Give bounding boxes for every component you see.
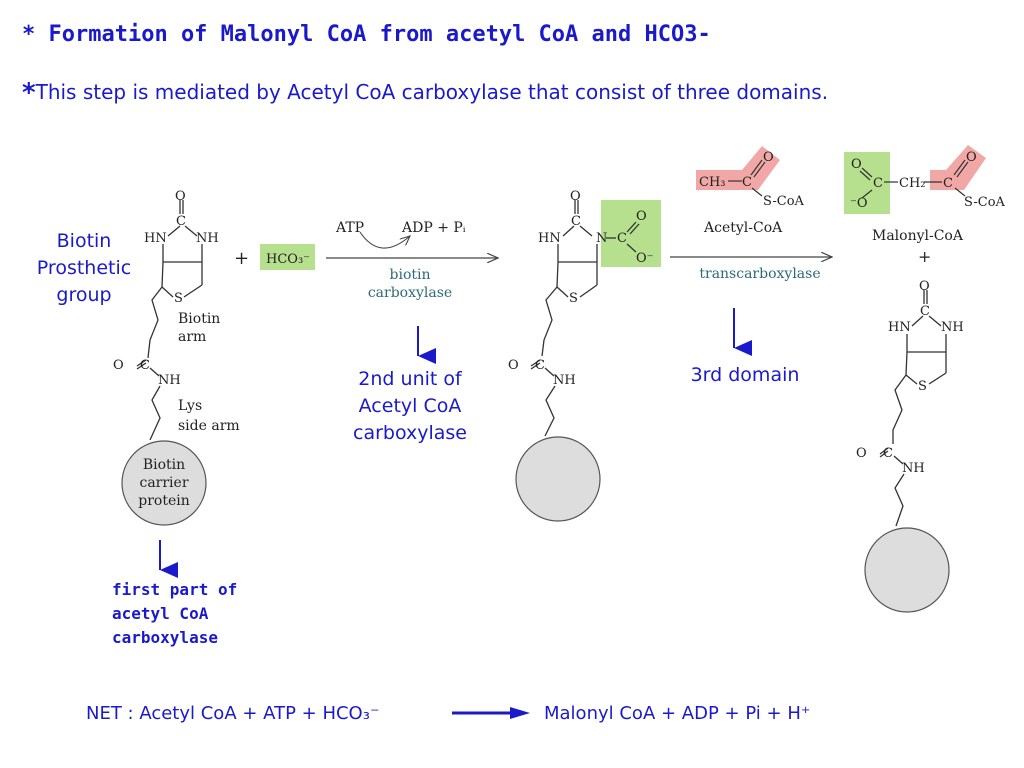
second-unit-label: 2nd unit of Acetyl CoA carboxylase [353, 368, 467, 444]
biotin-arm-2: arm [178, 329, 206, 345]
m3-nh: NH [941, 320, 964, 335]
m1-o-top: O [175, 189, 186, 204]
net-equation-left: NET : Acetyl CoA + ATP + HCO₃⁻ [86, 703, 380, 724]
enzyme2-circle [515, 436, 601, 522]
enzyme1-line2: carboxylase [368, 285, 452, 301]
plus-sign-1: + [234, 248, 249, 269]
biotin-carrier-molecule [136, 200, 203, 441]
m2-hn: HN [538, 231, 561, 246]
m2-c: C [571, 214, 581, 229]
m1-s: S [174, 291, 183, 306]
m2-o-carboxyl: O [636, 209, 647, 224]
malonyl-coa-bonds [859, 159, 969, 199]
acetyl-coa-label: Acetyl-CoA [703, 220, 783, 236]
enzyme2-label: transcarboxylase [699, 266, 820, 282]
m2-nh-amide: NH [553, 373, 576, 388]
hco3-label: HCO₃⁻ [266, 252, 310, 267]
m3-c-amide: C [883, 446, 893, 461]
malonyl-o-top: O [851, 157, 862, 172]
acetyl-ch3: CH₃ [699, 175, 726, 190]
first-part-label: first part of acetyl CoA carboxylase [112, 580, 238, 647]
m2-c-carboxyl: C [617, 231, 627, 246]
m1-hn: HN [144, 231, 167, 246]
m1-nh: NH [196, 231, 219, 246]
m3-c: C [920, 304, 930, 319]
m1-c: C [176, 214, 186, 229]
carrier-protein-circle [121, 440, 207, 526]
carrier-1: Biotin [143, 457, 185, 473]
malonyl-c1: C [873, 176, 883, 191]
acetyl-o: O [763, 150, 774, 165]
m3-o-top: O [919, 279, 930, 294]
m2-o-amide: O [508, 358, 519, 373]
malonyl-carboxyl-highlight [844, 152, 890, 214]
malonyl-scoa: S-CoA [964, 195, 1006, 210]
slide-subtitle: *This step is mediated by Acetyl CoA car… [22, 78, 828, 108]
malonyl-minus-o: ⁻O [850, 196, 868, 211]
m2-n: N [596, 231, 607, 246]
m2-o-top: O [570, 189, 581, 204]
acetyl-highlight [696, 146, 780, 190]
lys-arm-1: Lys [178, 398, 202, 414]
m3-s: S [918, 379, 927, 394]
acetyl-c: C [742, 175, 752, 190]
malonyl-c2: C [943, 176, 953, 191]
lys-arm-2: side arm [178, 418, 240, 434]
hco3-highlight [260, 244, 315, 270]
carrier-3: protein [138, 493, 190, 509]
malonyl-coa-label: Malonyl-CoA [872, 228, 964, 244]
m2-o-minus: O⁻ [636, 251, 654, 266]
acetyl-coa-bonds [728, 159, 766, 197]
product-biotin-molecule [879, 290, 947, 527]
carrier-2: carrier [139, 475, 188, 491]
carboxybiotin-molecule [530, 200, 640, 437]
net-arrow-head [510, 707, 530, 719]
m1-o-amide: O [113, 358, 124, 373]
slide-title: * Formation of Malonyl CoA from acetyl C… [22, 22, 711, 47]
m1-c-amide: C [140, 358, 150, 373]
malonyl-ch2: CH₂ [899, 176, 926, 191]
product-enzyme-circle [864, 527, 950, 613]
third-domain-label: 3rd domain [690, 364, 800, 386]
m3-o-amide: O [856, 446, 867, 461]
m2-c-amide: C [535, 358, 545, 373]
m3-nh-amide: NH [902, 461, 925, 476]
m2-s: S [569, 291, 578, 306]
enzyme1-line1: biotin [390, 267, 431, 283]
adp-label: ADP + Pᵢ [401, 220, 466, 236]
subtitle-star: * [22, 78, 36, 108]
malonyl-o2: O [966, 150, 977, 165]
malonyl-acyl-highlight [930, 145, 986, 190]
subtitle-text: This step is mediated by Acetyl CoA carb… [35, 80, 829, 104]
plus-sign-2: + [918, 247, 931, 266]
biotin-arm-1: Biotin [178, 311, 220, 327]
m1-nh-amide: NH [158, 373, 181, 388]
biotin-prosthetic-label: Biotin Prosthetic group [36, 230, 132, 306]
atp-label: ATP [335, 220, 364, 236]
atp-curve-arrow [359, 231, 410, 249]
net-equation-right: Malonyl CoA + ADP + Pi + H⁺ [544, 703, 811, 724]
acetyl-scoa: S-CoA [763, 194, 805, 209]
m3-hn: HN [888, 320, 911, 335]
